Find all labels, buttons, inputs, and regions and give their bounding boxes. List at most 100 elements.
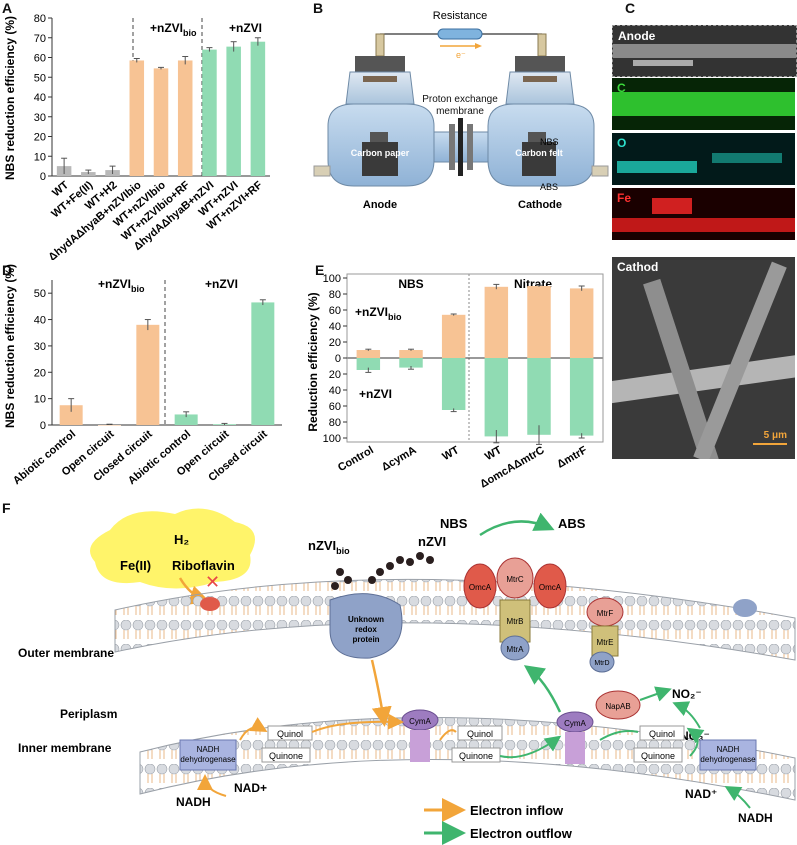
panel-e-chart: Reduction efficiency (%) NBS Nitrate +nZ… [306,273,604,491]
no2-label: NO₂⁻ [672,687,702,701]
scale-label: 5 μm [763,430,787,441]
panel-e-ytick-label: 40 [329,385,341,397]
svg-text:MtrA: MtrA [507,645,525,654]
panel-a-ylabel: NBS reduction efficiency (%) [3,16,17,180]
panel-a-bar [177,60,193,176]
nanoparticles [331,552,434,590]
panel-e-bar [569,288,594,358]
quinol-mid [457,725,503,741]
panel-label-a: A [2,0,13,16]
panel-e-bar [569,358,594,436]
proton-exchange-membrane [458,118,463,176]
panel-d-bar [136,324,160,425]
svg-text:MtrF: MtrF [597,609,614,618]
legend-inflow-label: Electron inflow [470,803,564,818]
panel-a-bar [202,49,217,176]
svg-text:Quinol: Quinol [649,729,675,739]
map-carbon: C [612,78,795,130]
carbon-paper [362,142,398,176]
svg-text:NapAB: NapAB [605,702,630,711]
riboflavin-label: Riboflavin [172,558,235,573]
panel-label-f: F [2,500,11,516]
quinone-left [261,747,311,763]
unknown-redox-protein [329,593,403,659]
sem-cathode: Cathod 5 μm [612,257,795,459]
cathode-cap [515,56,565,72]
panel-e-nbs: NBS [398,277,423,291]
resistor-icon [437,28,483,40]
quinone-right [633,747,683,763]
anode-cap [355,56,405,72]
mtrb [499,599,531,643]
panel-b-diagram: Resistance e⁻ Carbon paper Carbon felt N… [313,10,609,211]
panel-e-ytick-label: 0 [335,353,341,365]
panel-f-diagram: H₂ Fe(II) Riboflavin ✕ Outer membrane Pe… [18,508,796,845]
panel-e-ytick-label: 80 [329,417,341,429]
carbon-paper-label: Carbon paper [351,148,410,158]
abs-f-label: ABS [558,516,586,531]
panel-d-ytick-label: 10 [34,394,46,406]
svg-text:OmcA: OmcA [469,583,492,592]
panel-d-chart: NBS reduction efficiency (%) +nZVIbio +n… [3,264,282,487]
svg-text:NADH: NADH [717,745,740,754]
panel-a-bar [226,46,241,177]
panel-e-ytick-label: 100 [323,273,341,285]
panel-a-bar [250,41,266,177]
mtrd [589,651,615,673]
panel-e-xtick-label: WT [440,444,461,463]
map-iron: Fe [612,188,795,240]
panel-a-ytick-label: 20 [34,132,46,144]
abs-label: ABS [540,182,558,192]
carbon-felt-label: Carbon felt [515,148,563,158]
panel-a-ytick-label: 30 [34,112,46,124]
sem-anode-label: Anode [618,29,656,43]
panel-e-ytick-label: 20 [329,337,341,349]
panel-e-bar [441,358,466,410]
electron-label: e⁻ [456,50,466,60]
blocked-icon: ✕ [205,572,220,592]
nzvibio-label: nZVIbio [308,538,350,556]
svg-text:Quinone: Quinone [459,751,493,761]
panel-e-bar [356,358,381,370]
panel-e-xtick-label: WT [483,444,504,463]
panel-a-ytick-label: 0 [40,171,46,183]
svg-text:Quinone: Quinone [641,751,675,761]
map-carbon-label: C [617,81,626,95]
panel-a-group1: +nZVIbio [150,21,197,38]
outer-membrane [114,578,796,661]
membrane-protein-left [200,597,220,611]
napab [595,690,641,720]
svg-text:MtrE: MtrE [597,638,614,647]
sem-cathode-label: Cathod [617,260,659,274]
cyma-right-helix [565,732,585,764]
periplasm-label: Periplasm [60,707,117,721]
legend-outflow-label: Electron outflow [470,826,573,841]
svg-text:NADH: NADH [197,745,220,754]
panel-e-ytick-label: 100 [323,433,341,445]
panel-e-ylabel: Reduction efficiency (%) [306,292,320,431]
panel-d-bar [59,405,83,425]
omca-left [463,563,497,609]
quinol-right [639,725,685,741]
svg-text:dehydrogenase: dehydrogenase [700,755,756,764]
panel-e-ytick-label: 40 [329,321,341,333]
svg-text:MtrC: MtrC [506,575,524,584]
panel-d-xtick-label: Abiotic control [11,428,78,487]
cloud [90,508,255,589]
outer-membrane-label: Outer membrane [18,646,114,660]
panel-e-bar [399,350,423,358]
panel-d-bar [251,302,275,425]
svg-text:OmcA: OmcA [539,583,562,592]
panel-a-ytick-label: 40 [34,92,46,104]
map-oxygen-label: O [617,136,627,150]
panel-a-ytick-label: 60 [34,53,46,65]
nad-left-label: NAD+ [234,781,267,795]
cathode-spring [537,33,547,57]
panel-a-group2: +nZVI [229,21,262,35]
panel-e-xtick-label: ΔcymA [380,444,419,473]
carbon-felt [522,142,556,176]
panel-label-d: D [2,262,13,278]
panel-e-bar [441,314,466,358]
membrane-protein-right [733,599,757,617]
panel-d-group2: +nZVI [205,277,238,291]
